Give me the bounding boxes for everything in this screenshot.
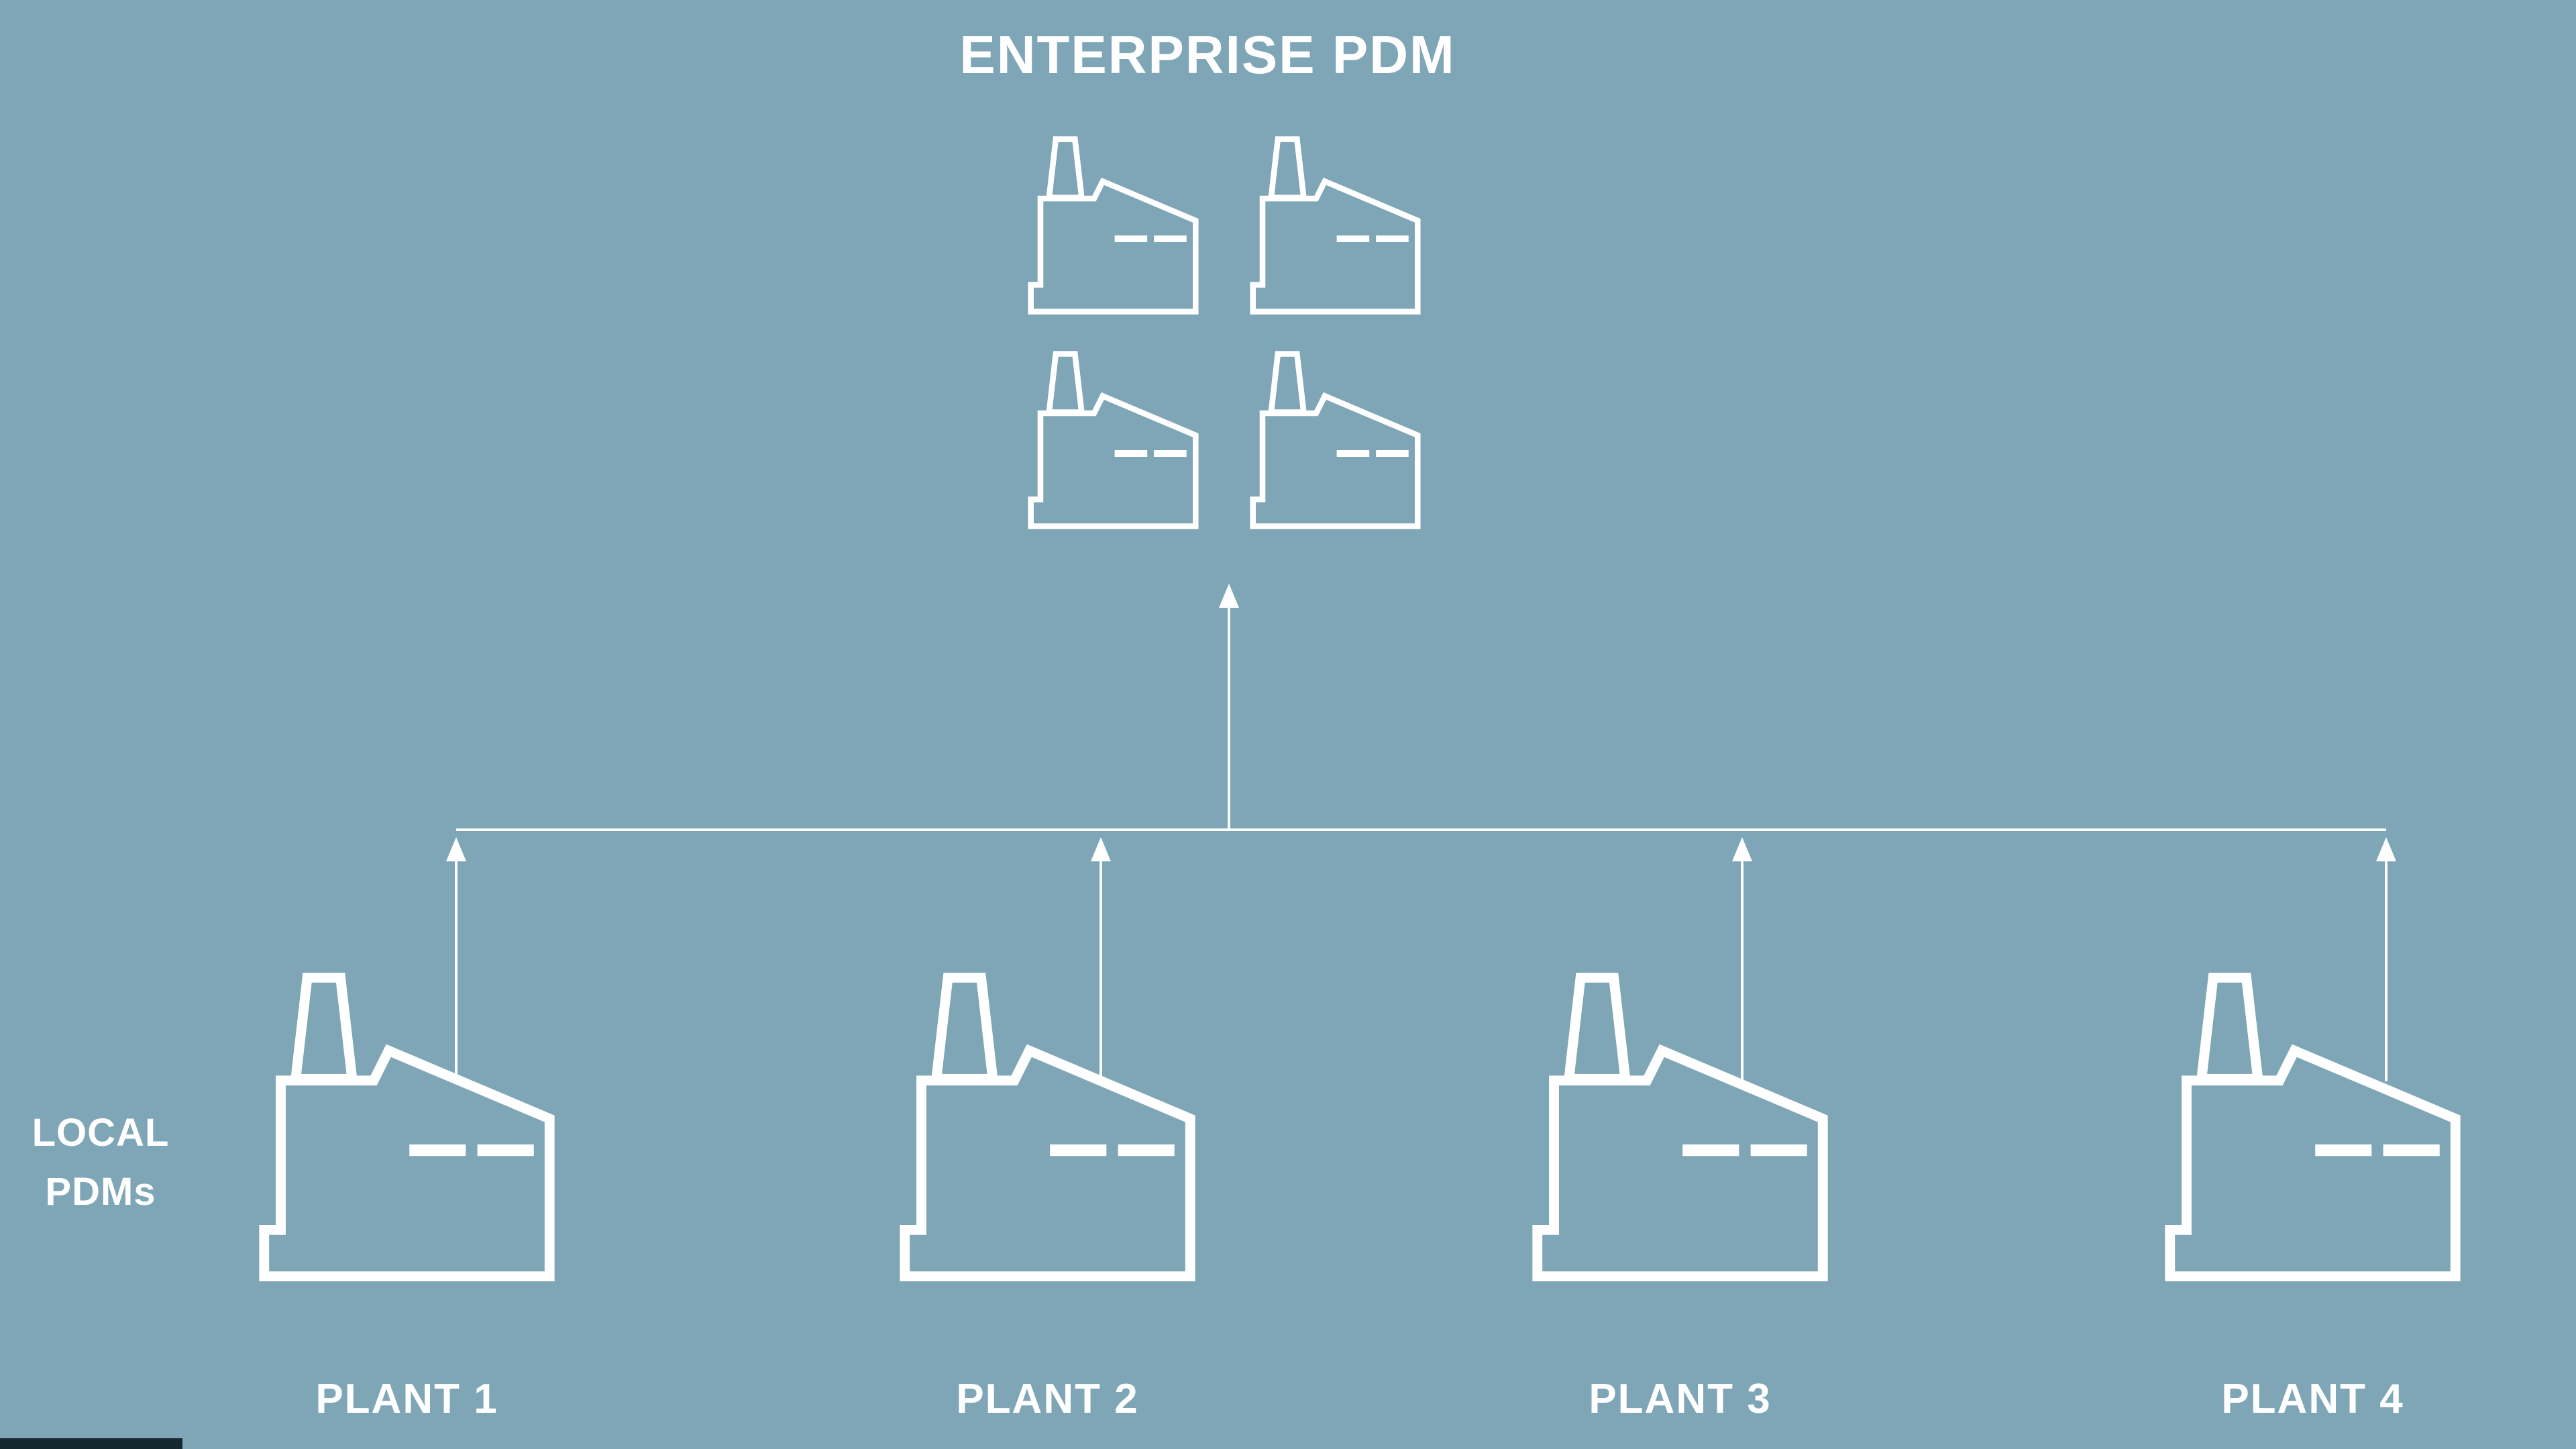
plant-2: PLANT 2 xyxy=(896,969,1199,1422)
plant-1: PLANT 1 xyxy=(255,969,559,1422)
plant-3-label: PLANT 3 xyxy=(1589,1376,1772,1422)
plant-1-label: PLANT 1 xyxy=(315,1376,498,1422)
factory-icon xyxy=(255,969,559,1285)
factory-icon xyxy=(1528,969,1832,1285)
arrow-up-icon xyxy=(2376,837,2396,861)
local-pdms-line1: LOCAL xyxy=(32,1111,170,1155)
local-pdms-line2: PDMs xyxy=(45,1170,156,1214)
bottom-left-dark-strip xyxy=(0,1438,182,1449)
enterprise-pdm-cluster xyxy=(1027,134,1421,531)
plant-3: PLANT 3 xyxy=(1528,969,1832,1422)
plant-4: PLANT 4 xyxy=(2161,969,2465,1422)
factory-icon xyxy=(1027,349,1199,531)
plant-2-label: PLANT 2 xyxy=(956,1376,1139,1422)
factory-icon xyxy=(1249,349,1421,531)
page-title: ENTERPRISE PDM xyxy=(959,25,1456,85)
arrow-up-icon xyxy=(1091,837,1111,861)
local-pdms-label: LOCAL PDMs xyxy=(27,1104,174,1222)
factory-icon xyxy=(1027,134,1199,317)
arrow-up-icon xyxy=(1219,584,1239,608)
factory-icon xyxy=(1249,134,1421,317)
factory-icon xyxy=(2161,969,2465,1285)
arrow-up-icon xyxy=(446,837,466,861)
plant-4-label: PLANT 4 xyxy=(2221,1376,2404,1422)
factory-icon xyxy=(896,969,1199,1285)
arrow-up-icon xyxy=(1732,837,1752,861)
